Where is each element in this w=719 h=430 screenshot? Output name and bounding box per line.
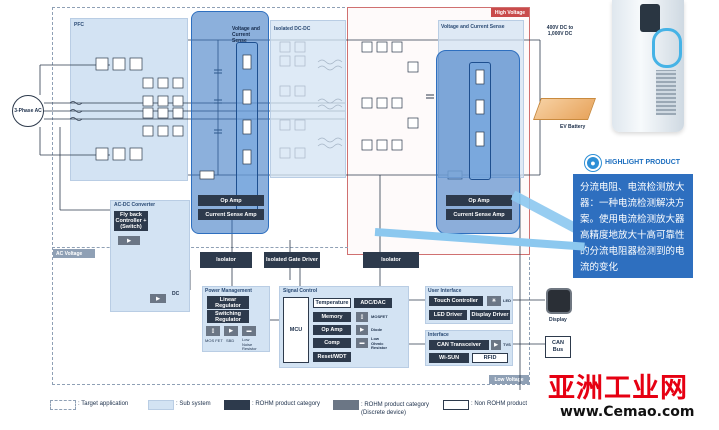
adc-dac: ADC/DAC: [354, 298, 392, 308]
ev-battery-icon: [532, 98, 597, 120]
ac-voltage-tag: AC Voltage: [53, 249, 95, 258]
temperature: Temperature: [313, 298, 351, 308]
isolator-1: Isolator: [200, 252, 252, 268]
mosfet-icon: ▯: [356, 312, 368, 322]
diode-icon: ▶: [356, 325, 368, 335]
legend-discrete-swatch: [333, 400, 359, 410]
acdc-converter-title: AC-DC Converter: [114, 202, 156, 208]
reset-wdt: Reset/WDT: [313, 352, 351, 362]
voltage-current-sense-right-title: Voltage and Current Sense: [441, 24, 505, 30]
legend-target-label: : Target application: [78, 401, 129, 407]
current-sense-amp-right: Current Sense Amp: [446, 209, 512, 220]
isolated-gate-driver: Isolated Gate Driver: [264, 252, 320, 268]
voltage-current-sense-left-title: Voltage and Current Sense: [232, 26, 260, 44]
op-amp-left: Op Amp: [198, 195, 264, 206]
led-driver: LED Driver: [429, 310, 467, 320]
highlight-product-box: 分流电阻、电流检测放大器：一种电流检测解决方案。使用电流检测放大器高精度地放大十…: [573, 174, 693, 278]
isolated-dcdc-block: [270, 20, 346, 178]
wi-sun: Wi-SUN: [429, 353, 469, 363]
legend-discrete-label: : ROHM product category (Discrete device…: [361, 402, 430, 416]
can-bus: CAN Bus: [545, 336, 571, 358]
watermark-brand: 亚洲工业网: [548, 373, 688, 404]
low-ohmic-resistor-icon: ▬: [356, 338, 368, 348]
mosfet-label: MOSFET: [371, 314, 388, 319]
interface-title: Interface: [428, 332, 449, 338]
legend-rohm-label: : ROHM product category: [252, 401, 321, 407]
led-label: LED: [503, 298, 511, 303]
low-voltage-tag: Low Voltage: [489, 375, 529, 384]
isolated-dcdc-title: Isolated DC-DC: [274, 26, 311, 32]
legend-rohm-swatch: [224, 400, 250, 410]
mcu: MCU: [283, 297, 309, 363]
highlight-title: HIGHLIGHT PRODUCT: [605, 159, 681, 166]
tvs-icon: ▶: [491, 340, 501, 350]
ac-voltage-line: [52, 247, 348, 248]
touch-controller: Touch Controller: [429, 296, 483, 306]
linear-regulator: Linear Regulator: [207, 296, 249, 309]
ev-battery-label: EV Battery: [560, 124, 586, 130]
current-sense-amp-left: Current Sense Amp: [198, 209, 264, 220]
pm-label-mosfet: MOS FET: [205, 338, 223, 343]
tvs-label: TVS: [503, 342, 511, 347]
comp: Comp: [313, 338, 351, 348]
pm-label-resistor: Low Noise Resistor: [242, 337, 257, 351]
power-management-title: Power Management: [205, 288, 252, 294]
legend-subsystem-label: : Sub system: [176, 401, 211, 407]
flyback-controller: Fly back Controller + (Switch): [114, 211, 148, 231]
rfid: RFID: [472, 353, 508, 363]
diode-label: Diode: [371, 327, 383, 332]
charger-panel: [656, 70, 676, 115]
legend-subsystem-swatch: [148, 400, 174, 410]
isolator-2: Isolator: [363, 252, 419, 268]
charger-cable: [652, 28, 682, 68]
display-driver: Display Driver: [470, 310, 510, 320]
user-interface-title: User Interface: [428, 288, 462, 294]
watermark-url: www.Cemao.com: [560, 404, 695, 420]
pm-sbd: ▶: [224, 326, 238, 336]
switching-regulator: Switching Regulator: [207, 310, 249, 323]
led-icon: ✳: [487, 296, 501, 306]
op-amp-right: Op Amp: [446, 195, 512, 206]
signal-control-title: Signal Control: [283, 288, 318, 294]
display-label: Display: [549, 317, 567, 323]
op-amp-signal: Op Amp: [313, 325, 351, 335]
can-transceiver: CAN Transceiver: [429, 340, 489, 350]
shunt-column-right: [469, 62, 491, 180]
acdc-diode: ▶: [150, 294, 166, 303]
legend-non-rohm-swatch: [443, 400, 469, 410]
charger-screen: [640, 4, 660, 32]
highlight-text: 分流电阻、电流检测放大器：一种电流检测解决方案。使用电流检测放大器高精度地放大十…: [580, 182, 685, 273]
pm-label-sbd: SBD: [226, 338, 235, 343]
highlight-bulb-icon: ●: [585, 155, 601, 171]
memory: Memory: [313, 312, 351, 322]
high-voltage-tag: High Voltage: [491, 8, 529, 17]
dc-label: DC: [172, 291, 180, 297]
display-icon: [546, 288, 572, 314]
low-ohmic-resistor-label: Low Ohmic Resistor: [371, 336, 388, 350]
three-phase-ac-source: 3-Phase AC: [12, 95, 44, 127]
acdc-switch: ▶: [118, 236, 140, 245]
pm-mosfet: ▯: [206, 326, 220, 336]
pfc-title: PFC: [74, 22, 84, 28]
ev-charger-image: [612, 0, 684, 132]
pm-resistor: ▬: [242, 326, 256, 336]
legend-non-rohm-label: : Non ROHM product: [471, 401, 528, 407]
legend-target-swatch: [50, 400, 76, 410]
output-voltage-label: 400V DC to 1,000V DC: [546, 25, 574, 37]
